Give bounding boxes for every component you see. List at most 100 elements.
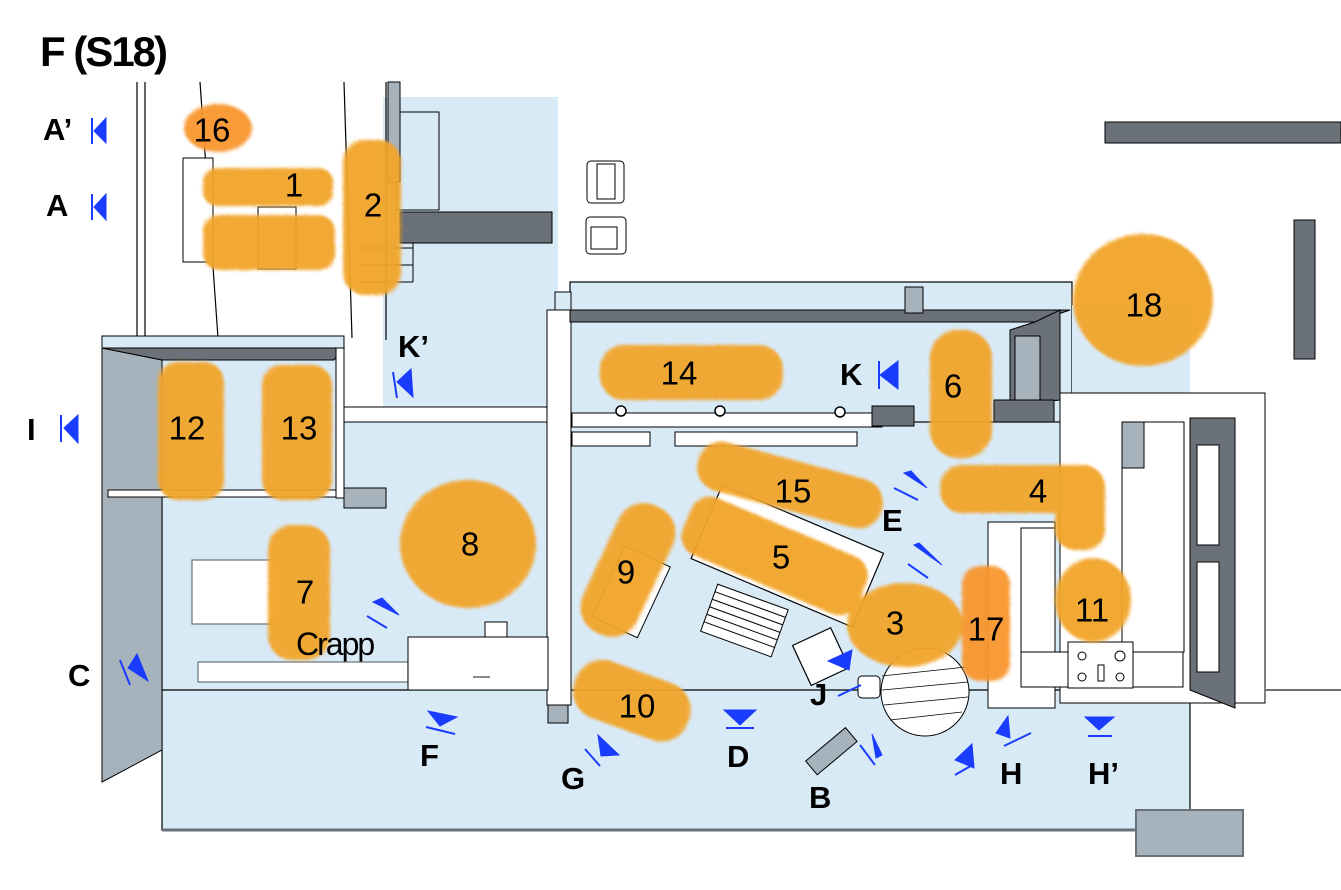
zone-17-area xyxy=(962,566,1010,681)
kitchen-cabinet-upper xyxy=(1014,335,1041,401)
viewpoint-label-j: J xyxy=(810,677,828,712)
stove xyxy=(1067,641,1134,689)
viewpoint-label-h: H xyxy=(1000,756,1023,791)
viewpoint-label-g: G xyxy=(561,761,586,796)
small-chair xyxy=(484,621,508,638)
zone-5-area xyxy=(681,496,868,616)
view-marker-h-right-icon xyxy=(995,714,1032,747)
zone-label-5: 5 xyxy=(771,538,791,576)
duct-right xyxy=(993,399,1055,423)
annotation-crapp: Crapp xyxy=(296,626,375,662)
zone-label-14: 14 xyxy=(660,354,698,392)
sofa-left xyxy=(191,559,283,625)
zone-label-16: 16 xyxy=(193,111,231,149)
view-marker-h-prime-icon xyxy=(1083,716,1116,737)
zone-16-area xyxy=(184,104,252,152)
page-title: F (S18) xyxy=(40,28,168,75)
view-marker-i-icon xyxy=(60,413,79,445)
bench-b xyxy=(804,726,858,776)
zone-12-area xyxy=(158,362,224,500)
zone-9-area xyxy=(580,503,676,637)
viewpoint-label-e: E xyxy=(882,503,903,538)
view-marker-k-prime-icon xyxy=(392,367,414,399)
zone-18-area xyxy=(1073,234,1213,366)
round-table-slats xyxy=(881,666,969,721)
zone-8-area xyxy=(400,480,536,608)
exterior-wall-bar-right xyxy=(1293,219,1316,360)
stair-column-light xyxy=(396,111,440,211)
zone-label-12: 12 xyxy=(168,409,206,447)
exterior-wall-bar-top xyxy=(1104,121,1341,144)
viewpoint-label-h-prime: H’ xyxy=(1088,756,1119,791)
kitchen-upper-wall xyxy=(569,309,1071,323)
zone-10-area xyxy=(573,659,691,742)
left-wall-panel xyxy=(101,347,163,783)
zone-label-2: 2 xyxy=(363,186,383,224)
viewpoint-label-c: C xyxy=(68,658,91,693)
view-marker-crapp-icon xyxy=(366,597,400,629)
side-room-wall-right xyxy=(335,347,345,499)
zone-4-area-tail xyxy=(1055,470,1105,550)
zone-label-4: 4 xyxy=(1028,472,1048,510)
zone-14-area xyxy=(600,345,783,400)
partition-shelf xyxy=(343,406,557,423)
view-marker-c-icon xyxy=(119,652,150,686)
zone-6-area xyxy=(930,330,992,458)
viewpoint-label-i: I xyxy=(27,412,36,447)
zone-label-18: 18 xyxy=(1125,286,1163,324)
low-bench xyxy=(197,661,409,683)
partition-block xyxy=(343,487,387,509)
zone-label-7: 7 xyxy=(295,573,315,611)
view-marker-h-left-icon xyxy=(954,742,975,776)
zone-11-area xyxy=(1055,558,1131,642)
zone-label-15: 15 xyxy=(774,472,812,510)
stool xyxy=(857,675,881,699)
zone-label-11: 11 xyxy=(1074,591,1110,629)
zone-1-area-bottom xyxy=(203,215,335,270)
zone-label-8: 8 xyxy=(460,525,480,563)
zone-label-13: 13 xyxy=(280,409,318,447)
zone-label-9: 9 xyxy=(616,553,636,591)
zone-7-area xyxy=(268,525,330,660)
zone-label-10: 10 xyxy=(618,687,656,725)
bottom-right-stair xyxy=(1135,809,1244,857)
view-marker-f-icon xyxy=(425,710,459,735)
zone-label-1: 1 xyxy=(284,166,304,204)
side-room-ceiling xyxy=(101,347,346,361)
zone-label-17: 17 xyxy=(967,610,1005,648)
highlight-zones xyxy=(158,104,1213,742)
duct-low xyxy=(871,405,915,427)
kitchen-oven-column xyxy=(1121,421,1145,469)
spotlights xyxy=(615,405,846,418)
zone-3-area xyxy=(847,583,963,667)
armchair-2 xyxy=(585,216,627,255)
right-windows xyxy=(1196,444,1220,673)
view-marker-a-prime-icon xyxy=(91,116,107,145)
view-marker-d-icon xyxy=(722,709,758,729)
center-column-base xyxy=(547,704,569,724)
zone-15-area xyxy=(697,441,883,529)
zone-label-6: 6 xyxy=(943,367,963,405)
view-marker-b-icon xyxy=(859,733,883,766)
zone-label-3: 3 xyxy=(885,604,905,642)
viewpoint-label-d: D xyxy=(727,739,750,774)
viewpoint-label-k-prime: K’ xyxy=(398,329,429,364)
view-marker-e-upper-icon xyxy=(893,470,928,501)
left-wall-top xyxy=(101,335,345,349)
zone-1-area-top xyxy=(203,168,333,206)
view-marker-k-icon xyxy=(878,359,899,391)
viewpoint-label-k: K xyxy=(840,357,863,392)
view-marker-a-icon xyxy=(91,192,107,222)
view-marker-e-lower-icon xyxy=(907,542,943,579)
center-column-cap xyxy=(554,291,572,311)
sideboard xyxy=(407,636,549,691)
viewpoint-label-f: F xyxy=(420,738,439,773)
view-marker-j-icon xyxy=(826,649,862,697)
zone-13-area xyxy=(262,365,332,500)
armchair-j xyxy=(791,626,851,687)
rug xyxy=(699,583,789,658)
armchair-1 xyxy=(586,160,625,204)
center-column xyxy=(546,309,572,706)
zone-2-area xyxy=(343,140,401,295)
